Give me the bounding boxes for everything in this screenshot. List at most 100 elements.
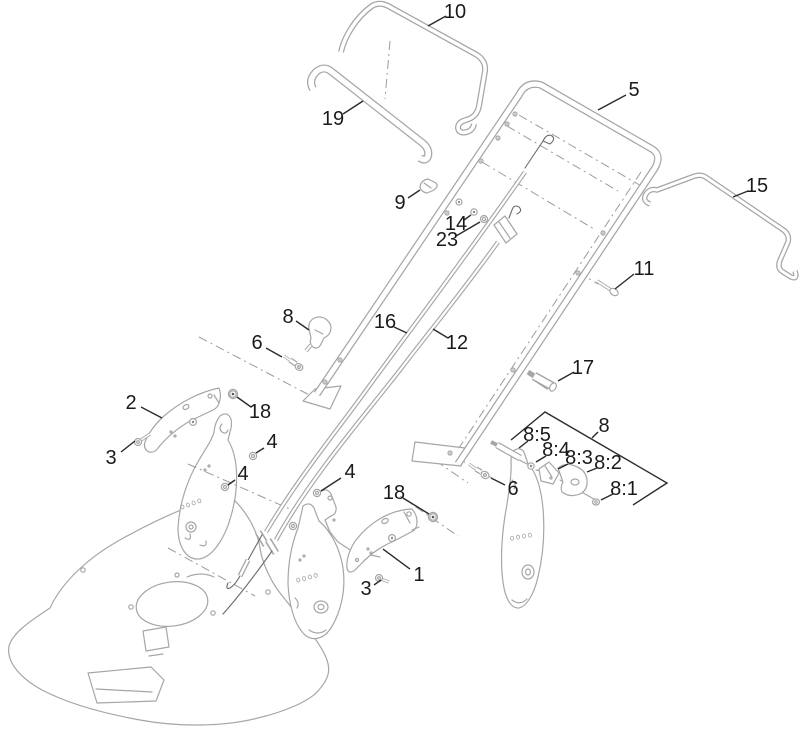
callout-leader-8-2 (586, 467, 598, 473)
center-housing (287, 503, 345, 640)
ferrule-part8-5 (490, 440, 522, 462)
callout-8-4: 8:4 (535, 439, 570, 463)
callout-label-8-1: 8:1 (610, 478, 638, 500)
callout-leader-8-right (591, 431, 599, 439)
callout-label-16: 16 (374, 311, 396, 333)
nut-part4-a (248, 451, 258, 461)
callout-15: 15 (732, 175, 768, 198)
callout-leader-9 (407, 189, 421, 199)
callout-6-left: 6 (251, 332, 283, 358)
callout-14: 14 (445, 213, 472, 235)
bolt-part6-right (468, 462, 490, 480)
callout-leader-10 (427, 15, 447, 27)
callout-leader-6-left (265, 347, 283, 358)
handle-bracket-left-part2 (143, 387, 221, 453)
callout-label-19: 19 (322, 108, 344, 130)
callout-label-17: 17 (572, 357, 594, 379)
bolt-part3-left (133, 432, 151, 447)
right-height-housing (500, 448, 545, 609)
callout-leader-8-left (295, 320, 310, 331)
callout-8-5: 8:5 (518, 424, 551, 449)
callout-label-6-left: 6 (251, 332, 262, 354)
knob-part17 (526, 369, 558, 392)
bolt-part11 (596, 279, 619, 297)
callout-leader-12 (432, 328, 449, 339)
callout-8-left: 8 (282, 306, 310, 331)
callout-label-8-2: 8:2 (594, 452, 622, 474)
callout-8-3: 8:3 (557, 447, 593, 470)
callout-label-12: 12 (446, 332, 468, 354)
callout-leader-16 (393, 326, 408, 334)
callout-6-right: 6 (490, 477, 519, 500)
bracket-part8-3 (538, 461, 560, 485)
rod-guide-part15 (641, 172, 799, 281)
callout-label-15: 15 (746, 175, 768, 197)
callout-label-3-left: 3 (105, 447, 116, 469)
nut-part4-b (220, 482, 230, 492)
drive-cable-part12 (222, 205, 522, 615)
callout-label-5: 5 (628, 79, 639, 101)
callout-3-left: 3 (105, 440, 136, 469)
callout-label-6-right: 6 (507, 478, 518, 500)
cable-support-assembly-part8 (490, 440, 601, 506)
callout-label-18-right: 18 (383, 482, 405, 504)
callout-19: 19 (322, 100, 364, 130)
bail-bar-part19 (307, 64, 433, 164)
locknut-part18-left (227, 388, 239, 400)
callout-label-8-left: 8 (282, 306, 293, 328)
callout-leader-8-5 (518, 440, 529, 449)
callout-leader-4-a (255, 447, 265, 454)
cable-guide-nut (455, 198, 463, 206)
callout-leader-3-right (373, 579, 382, 586)
callout-18-right: 18 (383, 482, 430, 515)
callout-leader-5 (597, 94, 627, 111)
bolt-part3-right (374, 573, 390, 584)
callout-leader-4-b (227, 479, 236, 486)
callout-12: 12 (432, 328, 468, 354)
brake-cable-part16 (226, 134, 555, 589)
knob-part8-left (304, 316, 332, 353)
callout-3-right: 3 (360, 578, 382, 600)
left-wheel-housing (177, 413, 238, 560)
callout-label-18-left: 18 (249, 401, 271, 423)
cable-adjuster-housing (493, 215, 518, 244)
callout-leader-18-left (236, 396, 252, 408)
bolt-part8-1 (591, 498, 601, 506)
callout-2: 2 (125, 392, 163, 419)
callout-leader-11 (614, 273, 635, 290)
group-8-bracket-line (510, 411, 669, 506)
cable-clip-part9 (419, 178, 438, 194)
callout-label-3-right: 3 (360, 578, 371, 600)
nut-part4-c (312, 488, 322, 498)
callout-leader-8-3 (557, 463, 569, 470)
callout-label-2: 2 (125, 392, 136, 414)
callout-label-4-b: 4 (237, 463, 248, 485)
callout-label-8-5: 8:5 (523, 424, 551, 446)
callout-label-4-a: 4 (266, 431, 277, 453)
callout-8-1: 8:1 (600, 478, 638, 501)
callout-4-a: 4 (255, 431, 278, 454)
callout-label-9: 9 (394, 192, 405, 214)
callout-label-1: 1 (413, 564, 424, 586)
callout-10: 10 (427, 1, 466, 27)
callout-5: 5 (597, 79, 640, 111)
callout-1: 1 (382, 548, 425, 586)
handle-bracket-right-part1 (346, 508, 420, 573)
upper-handle-part5 (313, 80, 662, 467)
callout-label-8-3: 8:3 (565, 447, 593, 469)
callout-8-right: 8 (591, 415, 610, 439)
lever-part8-2 (557, 463, 588, 497)
handle-holes (322, 111, 606, 456)
nut-part14 (470, 208, 478, 216)
callout-leader-8-1 (600, 493, 614, 501)
callout-4-b: 4 (227, 463, 249, 486)
tube-mount-plate-left (302, 385, 342, 410)
washer-part23 (479, 214, 489, 224)
callout-leader-17 (557, 371, 575, 382)
callout-leader-8-4 (535, 455, 547, 463)
nut-part8-4 (527, 462, 535, 470)
callout-label-10: 10 (444, 1, 466, 23)
